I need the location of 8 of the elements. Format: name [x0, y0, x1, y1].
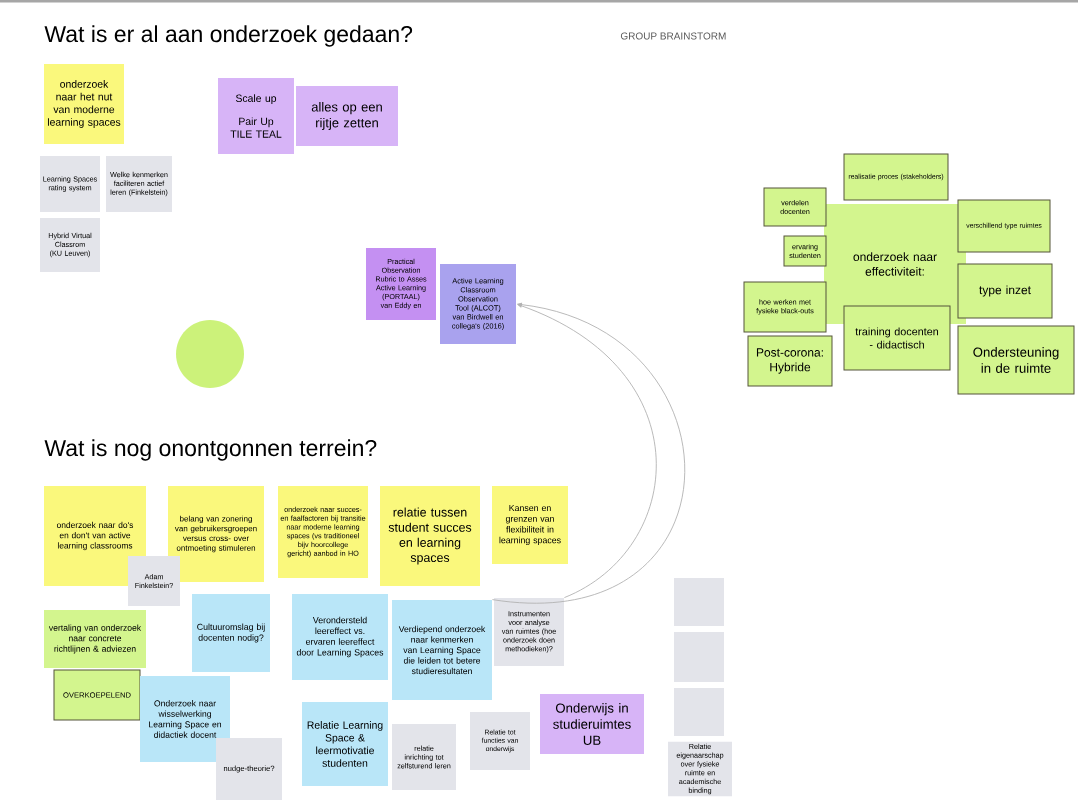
heading: Wat is er al aan onderzoek gedaan? — [44, 25, 413, 47]
sticky-note — [674, 632, 724, 682]
sticky-note — [674, 688, 724, 736]
connector-curve — [491, 302, 686, 604]
heading: Wat is nog onontgonnen terrein? — [44, 439, 377, 461]
connector-curve — [517, 303, 657, 599]
sticky-note — [674, 578, 724, 626]
circle-shape — [176, 320, 244, 388]
